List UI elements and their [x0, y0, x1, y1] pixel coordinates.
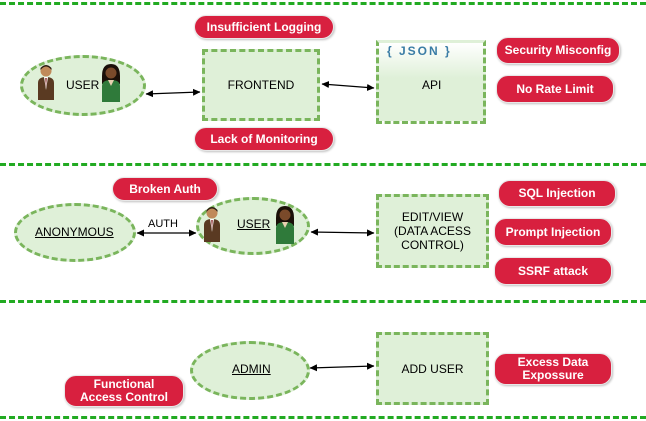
functional-access-control-line-1: Functional	[93, 377, 155, 391]
api-label: API	[422, 78, 442, 92]
edit-view-node[interactable]: EDIT/VIEW (DATA ACESS CONTROL)	[376, 194, 489, 268]
edit-view-line-3: CONTROL)	[401, 238, 464, 252]
ssrf-attack-text: SSRF attack	[517, 263, 589, 278]
functional-access-control-badge: Functional Access Control	[64, 375, 184, 407]
edit-view-line-2: (DATA ACESS	[394, 224, 471, 238]
sql-injection-text: SQL Injection	[518, 186, 596, 200]
api-node[interactable]	[376, 40, 486, 124]
user-label-row2: USER	[237, 217, 271, 231]
frontend-node[interactable]: FRONTEND	[202, 49, 320, 121]
add-user-node[interactable]: ADD USER	[376, 332, 489, 405]
section-separator-top	[0, 2, 646, 5]
json-icon: { JSON }	[387, 44, 452, 58]
excess-data-exposure-badge: Excess Data Expossure	[494, 353, 612, 385]
section-separator-2	[0, 300, 646, 303]
excess-data-exposure-line-2: Expossure	[522, 368, 584, 382]
user-frontend-connector	[145, 88, 201, 98]
user-pair-icon	[204, 206, 294, 244]
edit-view-line-1: EDIT/VIEW	[401, 210, 464, 224]
security-misconfig-text: Security Misconfig	[504, 43, 612, 57]
user-label-row1: USER	[66, 78, 100, 92]
lack-of-monitoring-text: Lack of Monitoring	[210, 131, 318, 146]
broken-auth-badge: Broken Auth	[112, 177, 218, 201]
insufficient-logging-badge: Insufficient Logging	[194, 15, 334, 39]
broken-auth-text: Broken Auth	[129, 181, 201, 196]
section-separator-bottom	[0, 416, 646, 419]
user-editview-connector	[310, 228, 375, 237]
frontend-label: FRONTEND	[227, 78, 295, 92]
insufficient-logging-text: Insufficient Logging	[206, 19, 322, 34]
user-pair-icon	[38, 64, 120, 102]
section-separator-1	[0, 163, 646, 166]
anonymous-label: ANONYMOUS	[35, 225, 114, 239]
no-rate-limit-badge: No Rate Limit	[496, 75, 614, 103]
prompt-injection-text: Prompt Injection	[505, 224, 601, 239]
ssrf-attack-badge: SSRF attack	[494, 257, 612, 285]
auth-label: AUTH	[148, 218, 178, 230]
admin-label: ADMIN	[232, 362, 271, 376]
add-user-label: ADD USER	[401, 361, 464, 376]
frontend-api-connector	[321, 81, 375, 91]
prompt-injection-badge: Prompt Injection	[494, 218, 612, 246]
sql-injection-badge: SQL Injection	[498, 180, 616, 207]
no-rate-limit-text: No Rate Limit	[516, 81, 594, 96]
admin-adduser-connector	[309, 362, 375, 372]
functional-access-control-line-2: Access Control	[79, 390, 169, 404]
anonymous-node[interactable]	[14, 203, 136, 262]
security-misconfig-badge: Security Misconfig	[496, 37, 620, 64]
lack-of-monitoring-badge: Lack of Monitoring	[194, 127, 334, 151]
admin-node[interactable]	[190, 341, 310, 400]
excess-data-exposure-line-1: Excess Data	[517, 355, 589, 369]
